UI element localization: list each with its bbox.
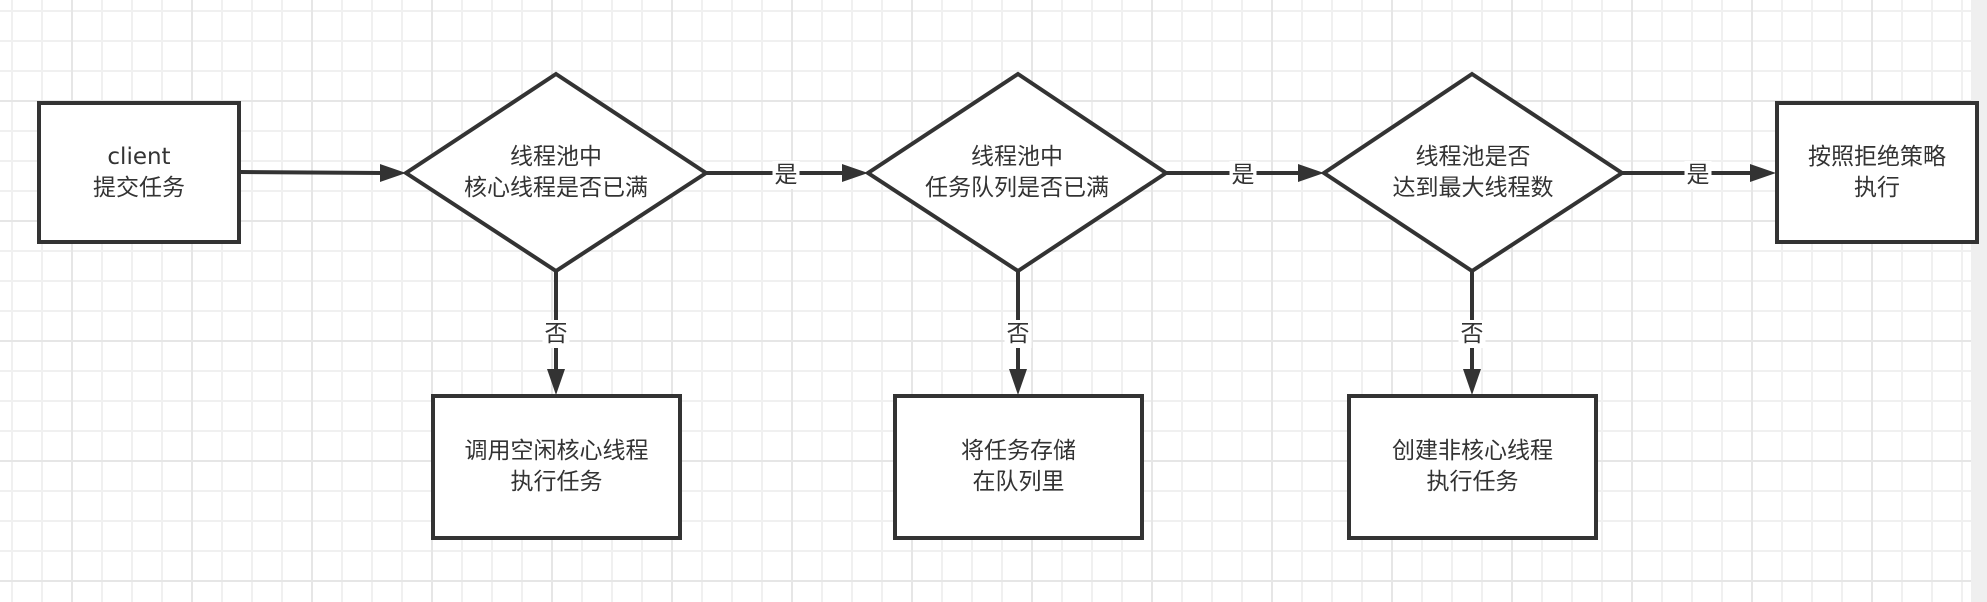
nodes — [37, 71, 1979, 540]
edge-label-no-2: 否 — [1004, 320, 1032, 348]
reject-policy-box[interactable] — [1775, 101, 1979, 244]
arrowhead-icon — [1463, 369, 1481, 395]
edge-client-to-core-decision[interactable] — [239, 170, 383, 175]
queue-full-diamond[interactable] — [864, 71, 1170, 274]
use-core-thread-box[interactable] — [431, 394, 682, 540]
core-full-diamond[interactable] — [402, 71, 710, 274]
arrowhead-icon — [547, 369, 565, 395]
arrowhead-icon — [1009, 369, 1027, 395]
arrowhead-icon — [380, 164, 406, 182]
arrowhead-icon — [842, 164, 868, 182]
client-box[interactable] — [37, 101, 241, 244]
edge-label-yes-1: 是 — [772, 161, 800, 189]
edge-label-no-1: 否 — [542, 320, 570, 348]
edge-label-yes-3: 是 — [1684, 161, 1712, 189]
max-threads-diamond[interactable] — [1320, 71, 1626, 274]
arrowhead-icon — [1298, 164, 1324, 182]
edge-label-yes-2: 是 — [1229, 161, 1257, 189]
create-non-core-thread-box[interactable] — [1347, 394, 1598, 540]
store-in-queue-box[interactable] — [893, 394, 1144, 540]
arrowhead-icon — [1750, 164, 1776, 182]
edge-label-no-3: 否 — [1458, 320, 1486, 348]
